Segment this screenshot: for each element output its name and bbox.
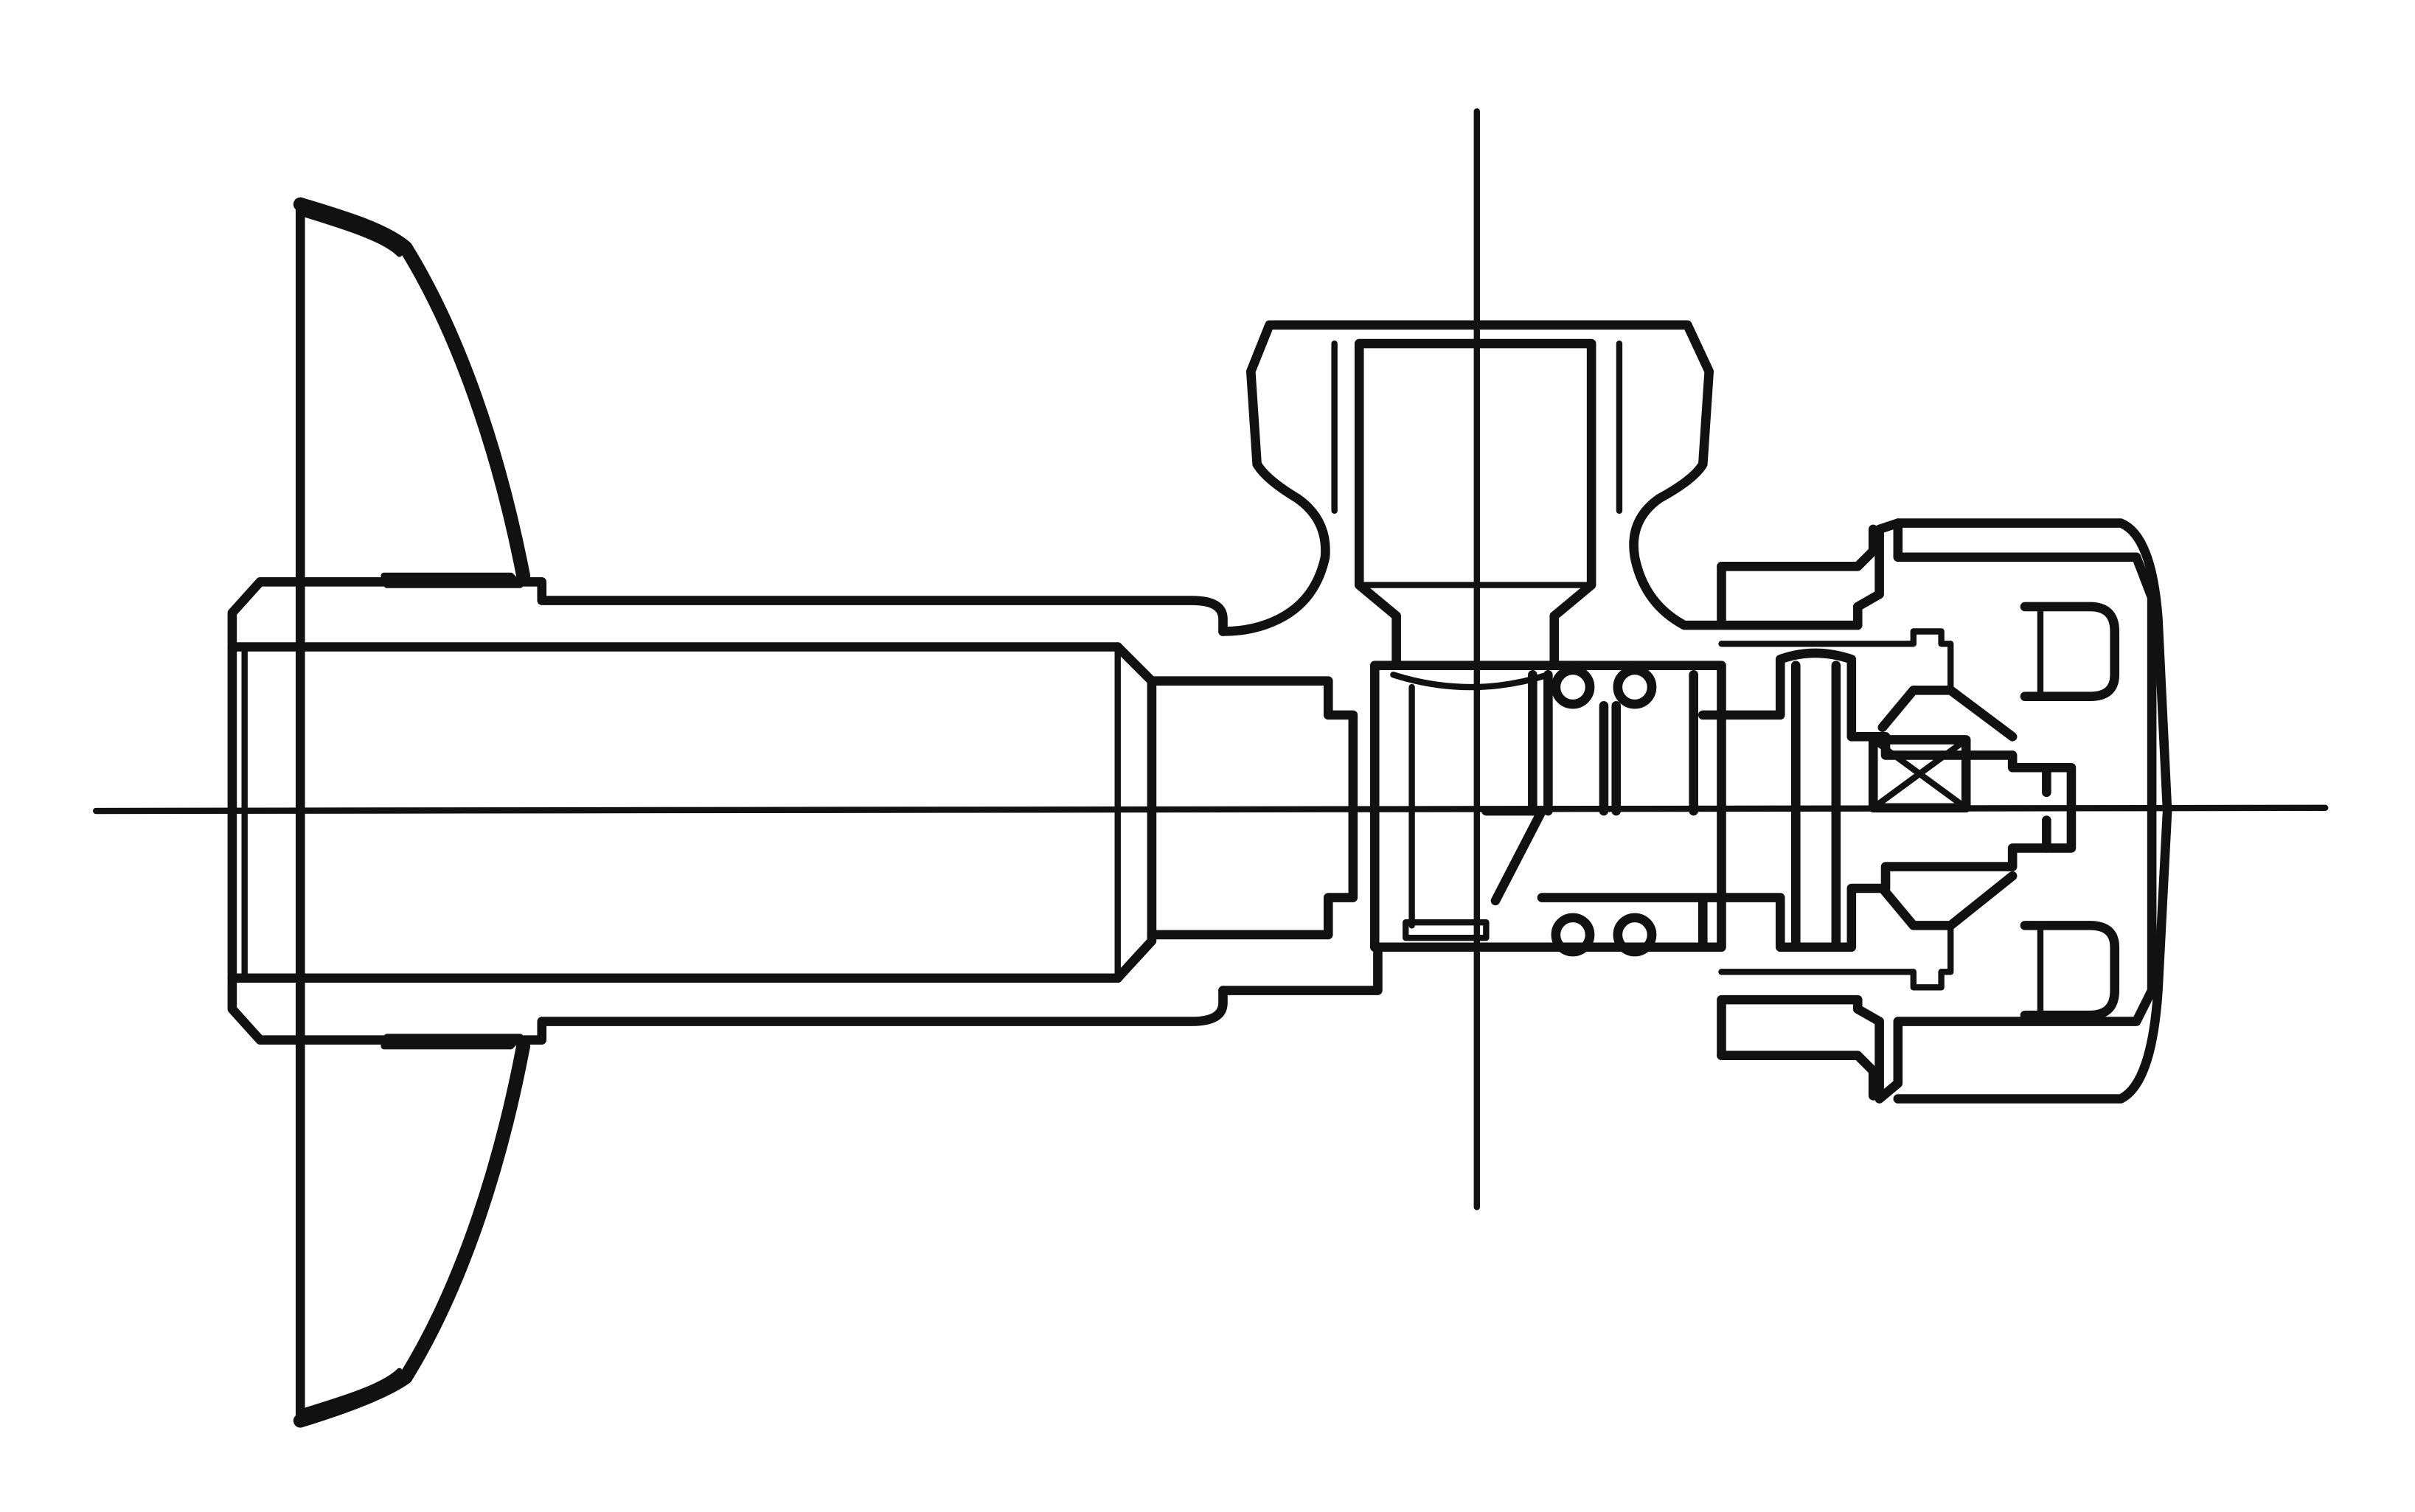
gland-inner-upper: [1718, 628, 1954, 694]
o-ring-lower-1: [1551, 913, 1595, 957]
escutcheon-rosette: [293, 197, 531, 1428]
pipe-step: [1113, 642, 1157, 983]
stem-tip: [2042, 762, 2077, 853]
gland-inner-lower: [1718, 922, 1954, 991]
stem-body: [1528, 669, 1698, 816]
seat-curve: [1390, 672, 1551, 691]
drive-cross-2: [1870, 736, 1970, 812]
cap-grip-lower: [2020, 921, 2120, 1020]
body-outline: [1218, 320, 1723, 636]
inlet-pipe: [227, 572, 1228, 1050]
seat-lower-channel: [1403, 919, 1490, 941]
cap-outline: [1893, 518, 2172, 1104]
o-ring-upper-2: [1613, 665, 1657, 709]
handwheel-cap: [1877, 518, 2172, 1104]
rosette-lower: [293, 1039, 531, 1428]
rosette-clip-bottom: [381, 1034, 524, 1050]
seat-housing: [1369, 661, 1726, 952]
outlet-connector: [1717, 518, 2157, 1104]
rosette-inner-lower: [300, 1368, 403, 1415]
valve-body: [1147, 320, 1726, 995]
valve-stem: [1528, 648, 2077, 952]
gland-cap-bottom: [1717, 1051, 1878, 1101]
stem-square-drive: [1868, 735, 1971, 813]
body-outline-lower: [1218, 942, 1383, 995]
rosette-clip-top: [381, 572, 524, 588]
o-rings: [1551, 665, 1657, 957]
o-ring-lower-2: [1613, 913, 1657, 957]
o-ring-upper-1: [1551, 665, 1595, 709]
horizontal-centerline: [92, 804, 2329, 815]
cap-prong-lower: [1877, 871, 2018, 930]
seat-diagonal: [1481, 806, 1547, 906]
stem-key: [1790, 661, 1841, 952]
cap-prong-upper: [1877, 685, 2018, 742]
rosette-upper: [293, 197, 531, 583]
stem-upper: [1698, 648, 2051, 798]
inlet-neck: [1147, 676, 1358, 940]
gland-upper: [1717, 518, 2157, 1104]
rosette-inner-upper: [300, 210, 403, 257]
gland-cap-top: [1717, 524, 1878, 571]
cap-grip-upper: [2020, 602, 2120, 701]
